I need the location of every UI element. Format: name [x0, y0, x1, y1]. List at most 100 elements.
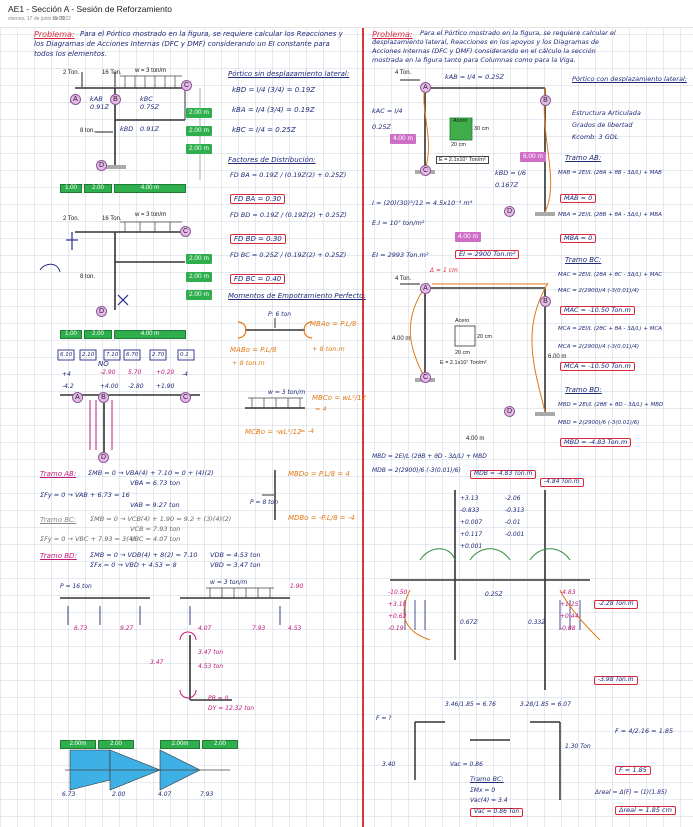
notes-heading: Pórtico con desplazamiento lateral:: [572, 75, 687, 83]
left-problem-label: Problema:: [34, 30, 75, 39]
rframe1-w-400: 4.00 m: [455, 232, 481, 242]
cross-top-1: 6.10: [60, 352, 73, 358]
rtramo-ab-boxed-2: MBA = 0: [560, 234, 597, 244]
rframe1-sec-w: 20 cm: [451, 142, 466, 148]
rcross-lc-1: -10.50: [388, 589, 408, 596]
rbottom-vright: 1.30 Ton: [565, 743, 591, 750]
diagram-val-3: 4.07: [158, 791, 172, 798]
rcross-lc-2: +3.18: [388, 601, 407, 608]
left-problem-line-3: todos los elementos.: [34, 50, 107, 58]
rcross-mid-2: -0.833: [460, 507, 480, 514]
bottom-v-407: 4.07: [198, 625, 212, 632]
rtramo-bd-eq-1: MBD = 2EI/L (2θB + θD - 3Δ/L) + MBD: [558, 402, 664, 408]
rframe1-load: 4 Ton.: [395, 70, 412, 76]
rframe1-node-a: A: [420, 82, 431, 93]
frame1-node-a: A: [70, 94, 81, 105]
section-ab-eq-2: VBA = 6.73 ton: [130, 479, 181, 487]
section-ab-eq-1: ΣMB = 0 → VBA(4) + 7.10 = 0 + (4)(2): [88, 469, 214, 477]
rcross-rc-4: -0.08: [560, 625, 576, 632]
frame1-node-d: D: [96, 160, 107, 171]
right-problem-line-2: desplazamiento lateral, Reacciones en lo…: [372, 38, 599, 46]
cross-top-6: 0.1: [180, 352, 189, 358]
frame2-node-c: C: [180, 226, 191, 237]
fixed-moments-mcbo: MCBo = -wL²/12: [245, 428, 302, 436]
rframe2-sec-h: 20 cm: [477, 334, 492, 340]
rtramo-bc-eq-2: MAC = 2(2900)/4 (-3(0.01)/4): [558, 288, 640, 294]
section-bc-eq-2: VCB = 7.93 ton: [130, 525, 181, 533]
frame1-height-2: 2.00 m: [186, 126, 212, 136]
rbottom-f: F = ?: [376, 715, 392, 722]
rcross-right-4: -0.001: [505, 531, 525, 538]
distribution-heading: Factores de Distribución:: [228, 156, 316, 164]
page-date: viernes, 17 de junio de 2022: [8, 16, 71, 22]
diagram-val-2: 2.00: [112, 791, 126, 798]
frame2-load-8ton: 8 ton.: [80, 274, 96, 280]
fixed-moments-mdbo: MDBo = -P.L/8 = -4: [288, 514, 355, 522]
rbottom-vmid: Vac = 0.86: [450, 761, 483, 768]
rbottom-f-box: F = 1.85: [615, 766, 651, 776]
rframe2-node-a: A: [420, 283, 431, 294]
rframe1-kbd-val: 0.167Z: [495, 181, 519, 189]
frame2-height-2: 2.00 m: [186, 272, 212, 282]
rframe1-kac-val: 0.25Z: [372, 123, 391, 131]
rcross-mid-3: +0.007: [460, 519, 483, 526]
cross-top-4: 6.70: [126, 352, 139, 358]
rigidity-kba: kBA = I/4 (3/4) = 0.19Z: [232, 106, 315, 114]
rcross-right-1: -2.06: [505, 495, 521, 502]
mbd-box: MDB = -4.83 Ton.m: [470, 470, 537, 479]
rtramo-bc-boxed-2: MCA = -10.50 Ton.m: [560, 362, 635, 372]
rframe1-ei-result: EI = 2993 Ton.m²: [372, 251, 429, 259]
bottom-pb: PB = 0: [208, 695, 229, 702]
rframe1-inertia: I = (20)(30)³/12 = 4.5x10⁻⁴ m⁴: [372, 199, 473, 207]
rframe1-node-c: C: [420, 165, 431, 176]
rcross-mbox-2: -2.28 Ton.m: [594, 600, 638, 609]
section-bc-eq-4: VBC = 4.07 ton: [130, 535, 181, 543]
frame2-height-1: 2.00 m: [186, 254, 212, 264]
cross-node-d: D: [98, 452, 109, 463]
rcross-lc-4: -0.19: [388, 625, 404, 632]
rframe1-e: E = 2.1x10⁷ Ton/m²: [436, 156, 489, 165]
rframe1-node-d: D: [504, 206, 515, 217]
section-bd-eq-2: VDB = 4.53 ton: [210, 551, 261, 559]
page-divider: [362, 28, 364, 827]
rframe1-ei: E.I = 10⁷ ton/m²: [372, 219, 425, 227]
rframe2-h-600: 6.00 m: [548, 354, 567, 360]
fixed-moments-mbao: MBAo = P.L/8: [310, 320, 357, 328]
rframe2-section: Acero: [455, 318, 470, 324]
rtramo-ab-boxed: MAB = 0: [560, 194, 597, 204]
rframe1-kac: kAC = I/4: [372, 107, 403, 115]
bottom-dy: DY = 12.32 ton: [208, 705, 255, 712]
section-bc-heading: Tramo BC:: [40, 516, 77, 524]
rcross-mid-4: +0.117: [460, 531, 483, 538]
bottom-v-453b: 4.53 ton: [198, 663, 224, 670]
rcross-lc-3: +0.62: [388, 613, 407, 620]
cross-row2-3: +1.90: [156, 383, 175, 390]
rframe1-section-label: Acero: [453, 118, 468, 124]
right-problem-line-3: Acciones Internas (DFC y DMF) consideran…: [372, 47, 596, 55]
frame1-k-val-3: 0.75Z: [140, 103, 159, 111]
left-problem-line-1: Para el Pórtico mostrado en la figura, s…: [80, 30, 343, 38]
rtramo-ab-eq-1: MAB = 2EI/L (2θA + θB - 3Δ/L) + MAB: [558, 170, 662, 176]
frame2-node-d: D: [96, 306, 107, 317]
rframe2-h-400: 4.00 m: [392, 336, 411, 342]
section-bc-eq-1: ΣMB = 0 → VCB(4) + 1.90 = 9.2 + (3)(4)(2…: [90, 515, 232, 523]
bottom-v-673: 6.73: [74, 625, 88, 632]
section-bc-eq-3: ΣFy = 0 → VBC + 7.93 = 3(4): [40, 535, 136, 543]
frame1-dist-load: w = 3 ton/m: [135, 68, 167, 74]
bottom-v-793: 7.93: [252, 625, 266, 632]
rbottom-tramo: Tramo BC:: [470, 775, 504, 783]
rcross-mbox-3: -3.98 Ton.m: [594, 676, 638, 685]
distribution-fd-bc: FD BC = 0.40: [230, 274, 286, 285]
rbottom-eq-2: Vac(4) = 3.4: [470, 797, 508, 804]
cross-node-a: A: [72, 392, 83, 403]
bottom-dim-4: 2.00: [202, 740, 238, 749]
rframe2-node-b: B: [540, 296, 551, 307]
page-title: AE1 - Sección A - Sesión de Reforzamient…: [8, 4, 172, 14]
rframe1-h-600: 6.00 m: [520, 152, 546, 162]
right-problem-line-4: mostrada en la figura tanto para Columna…: [372, 56, 576, 64]
rframe2-load: 4 Ton.: [395, 276, 412, 282]
rframe1-sec-h: 30 cm: [474, 126, 489, 132]
fixed-moments-p-8ton: P = 8 ton: [250, 499, 279, 506]
distribution-fd-bc-expr: FD BC = 0.25Z / (0.19Z(2) + 0.25Z): [230, 251, 347, 259]
